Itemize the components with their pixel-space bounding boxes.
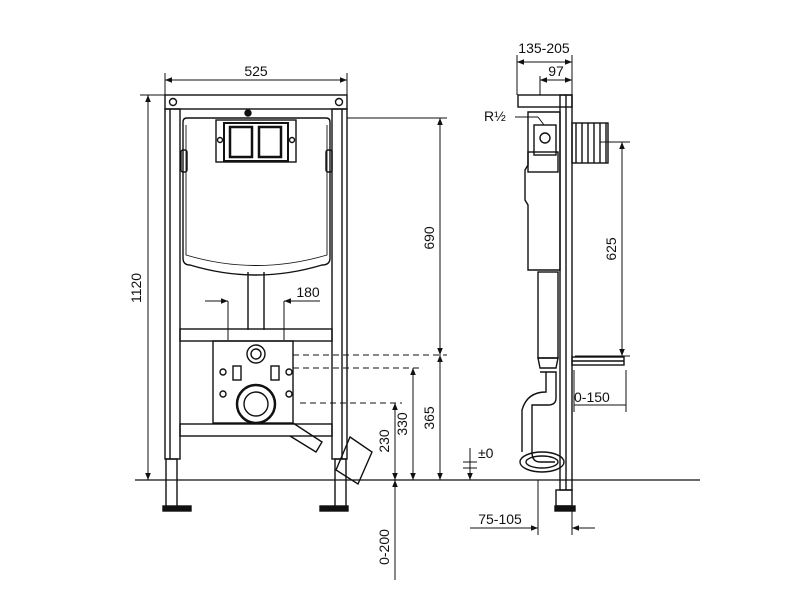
- label-floor-level: ±0: [478, 445, 494, 461]
- label-cistern-height: 690: [421, 226, 437, 250]
- top-rail: [164, 94, 348, 110]
- label-floor-adjust: 0-200: [376, 529, 392, 565]
- drain-outlet: [235, 383, 277, 425]
- label-depth-range: 135-205: [518, 40, 570, 56]
- front-view: [162, 94, 373, 512]
- side-wall-connection: [571, 122, 609, 164]
- side-view: [517, 94, 625, 512]
- flush-plate-opening: [215, 119, 297, 163]
- label-depth: 97: [548, 63, 564, 79]
- label-frame-width: 525: [244, 63, 268, 79]
- label-outlet-projection: 0-150: [574, 389, 610, 405]
- side-foot: [554, 505, 576, 512]
- label-outlet-height: 365: [421, 406, 437, 430]
- label-thread: R½: [484, 108, 506, 124]
- left-post: [164, 108, 181, 460]
- side-top-bracket: [517, 94, 573, 108]
- right-post: [331, 108, 348, 460]
- side-drain-bend: [531, 371, 557, 463]
- label-pipe-spacing: 180: [296, 284, 320, 300]
- cistern: [182, 117, 331, 276]
- dimension-lines: [140, 55, 630, 580]
- connection-plate: [212, 340, 294, 424]
- top-left-bolt: [168, 97, 178, 107]
- label-bottom-depth: 75-105: [478, 511, 522, 527]
- label-side-height: 625: [603, 237, 619, 261]
- top-right-bolt: [334, 97, 344, 107]
- side-cistern: [524, 111, 561, 271]
- middle-crossbar: [179, 328, 333, 342]
- left-foot: [162, 505, 192, 512]
- dimension-labels: 525 1120 690 180 365 330 230 0-200 135-2…: [128, 40, 619, 565]
- label-small-height: 230: [376, 429, 392, 453]
- label-total-height: 1120: [128, 273, 144, 303]
- label-drain-height: 330: [394, 412, 410, 436]
- right-foot: [319, 505, 349, 512]
- angled-drain-pipe: [289, 422, 323, 453]
